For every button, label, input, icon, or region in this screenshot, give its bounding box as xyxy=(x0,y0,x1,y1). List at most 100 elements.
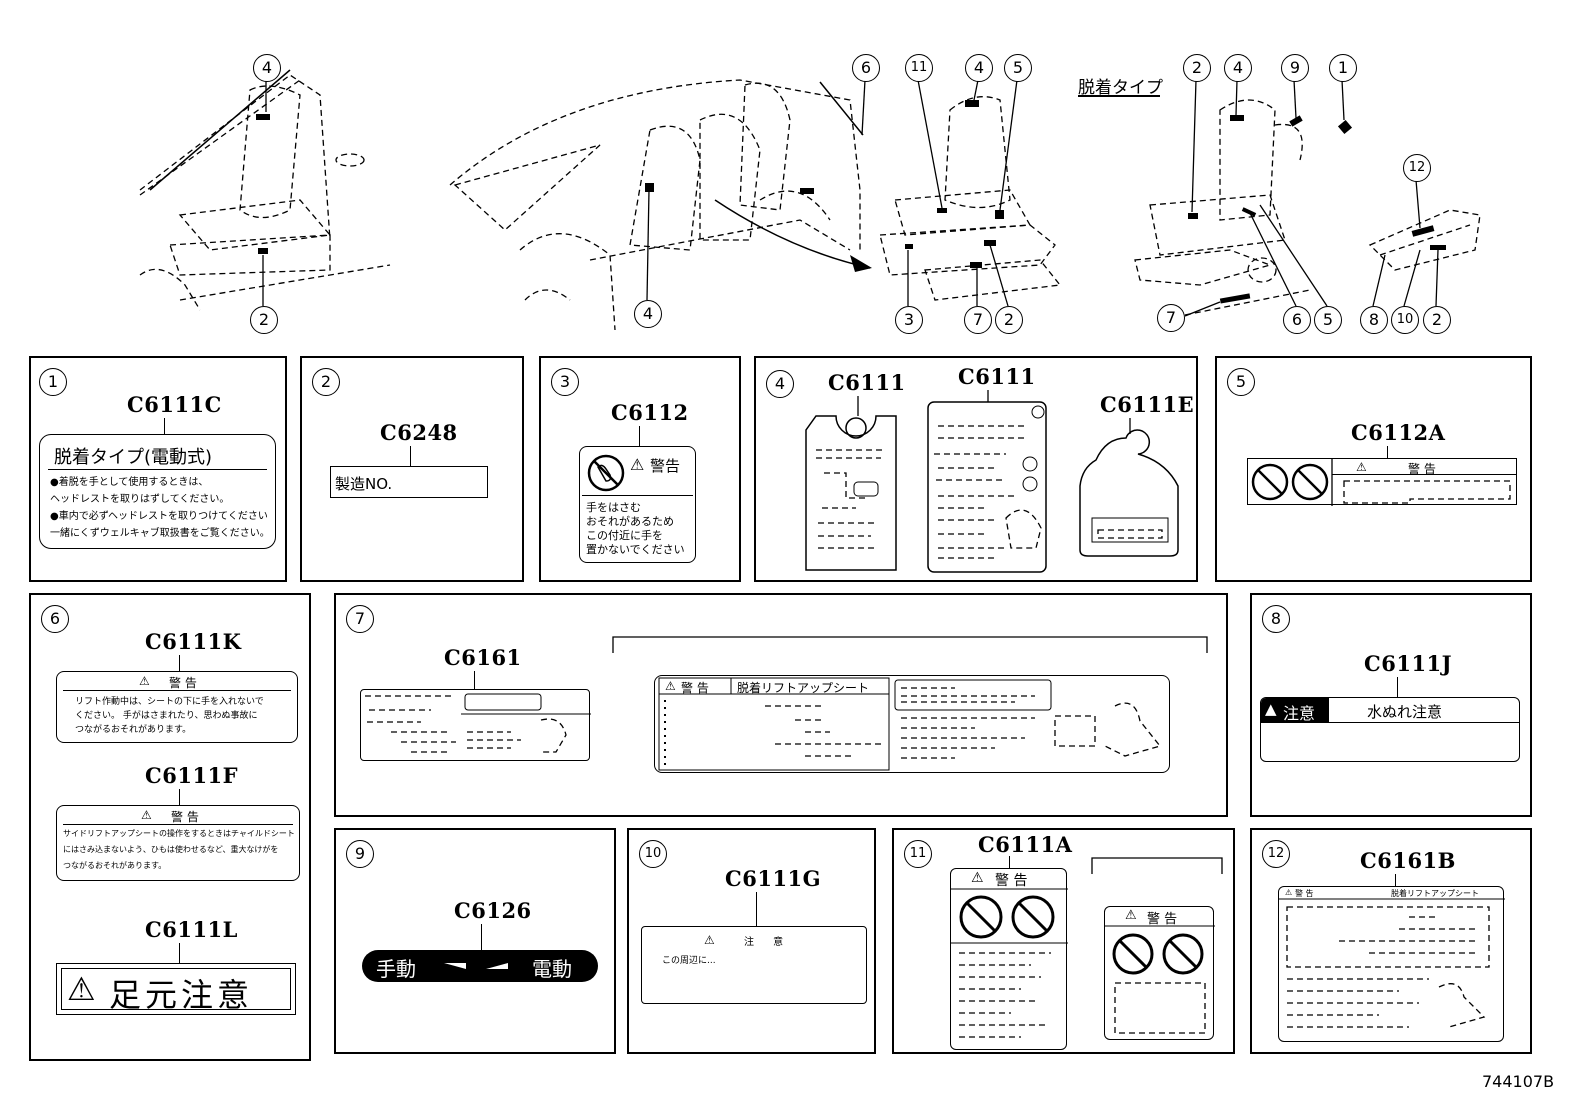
leader-line xyxy=(164,418,165,434)
leader-line xyxy=(1387,446,1388,458)
front-seat-drawing xyxy=(139,69,391,311)
label-line: にはさみ込まないよう、ひもは使わせるなど、重大なけがを xyxy=(63,845,279,854)
detachable-seat-drawing xyxy=(1134,99,1353,316)
panel-number: 6 xyxy=(41,605,69,633)
divider xyxy=(1332,474,1516,475)
no-hand-icons xyxy=(1251,459,1333,506)
divider xyxy=(63,824,293,825)
leader-line xyxy=(756,892,757,926)
warning-triangle-icon: ⚠ xyxy=(141,808,152,822)
label-line: サイドリフトアップシートの操作をするときはチャイルドシート xyxy=(63,829,295,838)
caution-text: 足元注意 xyxy=(109,976,254,1014)
callout-4: 4 xyxy=(634,300,662,328)
part-code: C6161 xyxy=(444,645,522,670)
panel-number: 8 xyxy=(1262,605,1290,633)
detach-type-label: 脱着タイプ xyxy=(1078,78,1163,98)
label-panel-10: 10 C6111G ⚠ 注 意 この周辺に... xyxy=(627,828,876,1054)
label-panel-9: 9 C6126 手動 電動 xyxy=(334,828,616,1054)
warning-heading: 警 告 xyxy=(995,873,1028,889)
part-code: C6112 xyxy=(611,400,689,425)
divider xyxy=(63,690,291,691)
label-graphic xyxy=(1279,898,1505,1028)
label-line: リフト作動中は、シートの下に手を入れないで xyxy=(75,697,264,707)
label-c6112: ⚠ 警告 手をはさむ おそれがあるため この付近に手を 置かないでください xyxy=(579,446,696,563)
divider xyxy=(1261,722,1519,723)
label-c6126: 手動 電動 xyxy=(362,950,598,982)
warning-heading: 警 告 xyxy=(1295,889,1314,898)
warning-heading: 警 告 xyxy=(169,676,197,690)
warning-triangle-icon: ⚠ xyxy=(665,679,676,693)
callout-6: 6 xyxy=(1283,306,1311,334)
leader-line xyxy=(481,924,482,950)
panel-number: 7 xyxy=(346,605,374,633)
warning-heading: 警告 xyxy=(650,457,681,475)
panel-number: 5 xyxy=(1227,368,1255,396)
panel-number: 12 xyxy=(1262,840,1290,868)
label-graphic xyxy=(658,677,1162,771)
van-cutaway-drawing xyxy=(449,79,872,331)
panel-number: 1 xyxy=(39,368,67,396)
divider xyxy=(582,495,693,496)
leader-line xyxy=(179,789,180,805)
product-name: 脱着リフトアップシート xyxy=(1391,889,1479,898)
part-code: C6111K xyxy=(145,629,242,654)
label-c6111j: ▲ 注意 水ぬれ注意 xyxy=(1260,697,1520,762)
warning-triangle-icon: ⚠ xyxy=(630,455,645,474)
part-code: C6126 xyxy=(454,898,532,923)
warning-heading: 警 告 xyxy=(1408,462,1436,476)
callout-1: 1 xyxy=(1329,54,1357,82)
leader-line xyxy=(474,671,475,689)
callout-12: 12 xyxy=(1403,154,1431,182)
part-code: C6111E xyxy=(1100,392,1195,417)
callout-9: 9 xyxy=(1281,54,1309,82)
warning-triangle-icon: ▲ xyxy=(1265,700,1277,718)
label-line: 置かないでください xyxy=(586,543,685,556)
label-c6161-large: ⚠ 警 告 脱着リフトアップシート xyxy=(654,675,1170,773)
label-c6111l: ⚠ 足元注意 xyxy=(56,963,296,1015)
callout-8: 8 xyxy=(1360,306,1388,334)
callout-3: 3 xyxy=(895,306,923,334)
label-line: ●車内で必ずヘッドレストを取りつけてください xyxy=(50,511,268,522)
wet-caution-text: 水ぬれ注意 xyxy=(1367,703,1443,721)
caution-heading: 注 意 xyxy=(744,937,792,948)
callout-2: 2 xyxy=(1423,306,1451,334)
warning-heading: 警 告 xyxy=(1147,912,1178,927)
label-panel-4: 4 C6111 C6111 C6111E xyxy=(754,356,1198,582)
warning-triangle-icon: ⚠ xyxy=(1125,908,1137,923)
label-panel-1: 1 C6111C 脱着タイプ(電動式) ●着脱を手として使用するときは、 ヘッド… xyxy=(29,356,287,582)
leader-line xyxy=(1397,677,1398,697)
label-c6161b: ⚠ 警 告 脱着リフトアップシート xyxy=(1278,886,1505,1042)
divider xyxy=(48,469,267,470)
part-code: C6112A xyxy=(1351,420,1446,445)
warning-triangle-icon: ⚠ xyxy=(704,933,715,947)
callout-6: 6 xyxy=(852,54,880,82)
callout-11: 11 xyxy=(905,54,933,82)
no-hand-icons xyxy=(951,888,1068,1038)
label-line: ください。 手がはさまれたり、思わぬ事故に xyxy=(75,711,258,721)
warning-triangle-icon: ⚠ xyxy=(139,674,150,688)
label-graphic xyxy=(365,693,591,753)
panel-number: 2 xyxy=(312,368,340,396)
part-code: C6111L xyxy=(145,917,238,942)
leader-line xyxy=(179,943,180,963)
part-code: C6111 xyxy=(828,370,906,395)
label-panel-12: 12 C6161B ⚠ 警 告 脱着リフトアップシート xyxy=(1250,828,1532,1054)
warning-triangle-icon: ⚠ xyxy=(971,870,984,886)
caution-badge: ▲ 注意 xyxy=(1261,698,1329,723)
label-panel-6: 6 C6111K ⚠ 警 告 リフト作動中は、シートの下に手を入れないで くださ… xyxy=(29,593,311,1061)
label-panel-8: 8 C6111J ▲ 注意 水ぬれ注意 xyxy=(1250,593,1532,817)
callout-2: 2 xyxy=(995,306,1023,334)
bracket xyxy=(612,636,1208,653)
leader-line xyxy=(639,426,640,446)
label-c6161-small xyxy=(360,689,591,761)
label-line: つながるおそれがあります。 xyxy=(75,725,192,735)
illustration-area: 脱着タイプ 4 2 6 4 11 4 5 3 7 2 2 4 9 1 12 7 … xyxy=(0,0,1592,350)
serial-number-field: 製造NO. xyxy=(335,475,393,493)
label-panel-3: 3 C6112 ⚠ 警告 手をはさむ おそれがあるため この付近に手を 置かない… xyxy=(539,356,741,582)
label-panel-2: 2 C6248 製造NO. xyxy=(300,356,524,582)
warning-triangle-icon: ⚠ xyxy=(1285,888,1293,897)
part-code: C6111A xyxy=(978,832,1073,857)
callout-2: 2 xyxy=(250,306,278,334)
callout-4: 4 xyxy=(253,54,281,82)
callout-7: 7 xyxy=(964,306,992,334)
